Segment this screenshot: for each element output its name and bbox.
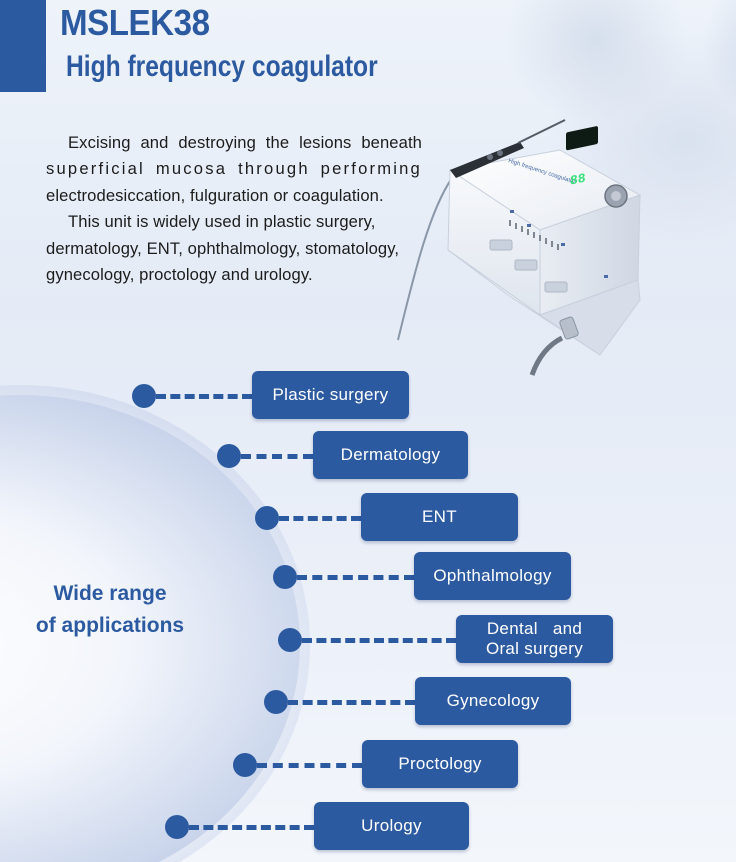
bullet-dot <box>165 815 189 839</box>
bullet-dot <box>132 384 156 408</box>
connector-dash <box>241 454 313 459</box>
display-readout: 88 <box>570 171 586 189</box>
device-display <box>566 126 598 151</box>
description-line: electrodesiccation, fulguration or coagu… <box>46 185 384 205</box>
output-cable <box>529 335 564 376</box>
application-proctology: Proctology <box>362 740 518 788</box>
bullet-dot <box>273 565 297 589</box>
application-gynecology: Gynecology <box>415 677 571 725</box>
model-title: MSLEK38 <box>60 2 210 43</box>
bullet-dot <box>217 444 241 468</box>
connector-dash <box>189 825 314 830</box>
connector-dash <box>288 700 415 705</box>
product-subtitle: High frequency coagulator <box>66 50 378 83</box>
handpiece-cable <box>397 177 453 341</box>
title-accent-bar <box>0 0 46 92</box>
coagulator-device-image: High frequency coagulator 88 <box>397 119 642 376</box>
application-ophthalmology: Ophthalmology <box>414 552 571 600</box>
description-line: Excising and destroying the lesions bene… <box>68 133 422 152</box>
handpiece <box>450 142 524 178</box>
applications-heading-line1: Wide range <box>53 582 167 605</box>
application-dental-oral-surgery: Dental and Oral surgery <box>456 615 613 663</box>
output-connector <box>559 316 579 340</box>
connector-dash <box>156 394 252 399</box>
applications-heading: Wide range of applications <box>10 578 210 642</box>
description-line: dermatology, ENT, ophthalmology, stomato… <box>46 238 400 258</box>
application-ent: ENT <box>361 493 518 541</box>
connector-dash <box>302 638 456 643</box>
connector-dash <box>297 575 414 580</box>
bullet-dot <box>255 506 279 530</box>
bullet-dot <box>264 690 288 714</box>
description-line: This unit is widely used in plastic surg… <box>68 212 376 232</box>
product-description: Excising and destroying the lesions bene… <box>46 130 422 288</box>
bullet-dot <box>278 628 302 652</box>
applications-heading-line2: of applications <box>35 614 185 637</box>
connector-dash <box>279 516 361 521</box>
application-urology: Urology <box>314 802 469 850</box>
connector-dash <box>257 763 362 768</box>
description-line: superficial mucosa through performing <box>46 159 422 179</box>
application-plastic-surgery: Plastic surgery <box>252 371 409 419</box>
application-dental-line1: Dental and <box>486 619 583 638</box>
bullet-dot <box>233 753 257 777</box>
description-line: gynecology, proctology and urology. <box>46 265 313 285</box>
application-dermatology: Dermatology <box>313 431 468 479</box>
application-dental-line2: Oral surgery <box>485 639 584 658</box>
